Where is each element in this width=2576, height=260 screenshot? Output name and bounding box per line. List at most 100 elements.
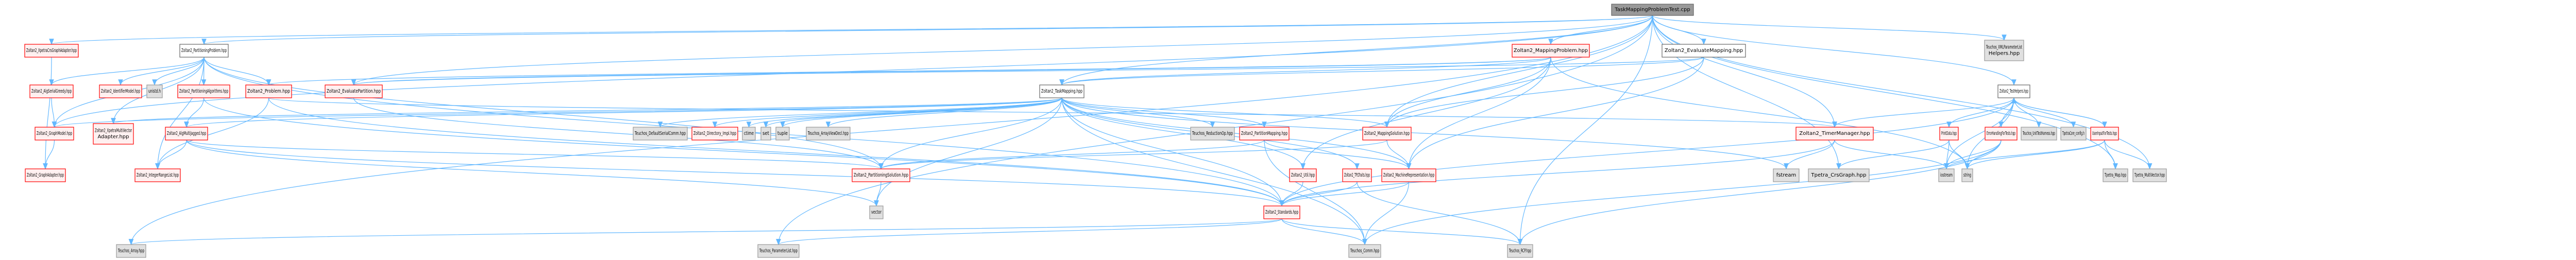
graph-node-set[interactable]: set (760, 127, 771, 141)
edge-taskMapping-to-partitioningSolution (878, 97, 1062, 170)
graph-node-tpetraMultiVector[interactable]: Tpetra_MultiVector.hpp (2132, 168, 2167, 182)
graph-node-taskMapping[interactable]: Zoltan2_TaskMapping.hpp (1039, 84, 1084, 98)
node-label: Zoltan2_XpetraMultiVector (95, 128, 132, 134)
graph-node-reductionOp[interactable]: Teuchos_ReductionOp.hpp (1190, 127, 1235, 141)
node-box (2060, 127, 2087, 141)
graph-node-algSerialGreedy[interactable]: Zoltan2_AlgSerialGreedy.hpp (29, 84, 74, 98)
graph-node-partitioningAlgorithms[interactable]: Zoltan2_PartitioningAlgorithms.hpp (177, 84, 230, 98)
graph-node-fstream[interactable]: fstream (1773, 168, 1800, 182)
node-label: fstream (1776, 172, 1797, 178)
graph-node-algMultiJagged[interactable]: Zoltan2_AlgMultiJagged.hpp (165, 127, 208, 141)
node-box (1263, 205, 1300, 219)
graph-node-root[interactable]: TaskMappingProblemTest.cpp (1611, 4, 1694, 16)
node-box (1039, 84, 1084, 98)
node-label: Zoltan2_PartitionMapping.hpp (1241, 131, 1287, 136)
node-label: Helpers.hpp (1989, 51, 2020, 57)
graph-node-identifierModel[interactable]: Zoltan2_IdentifierModel.hpp (99, 84, 142, 98)
graph-node-teuchosComm[interactable]: Teuchos_Comm.hpp (1348, 244, 1381, 258)
node-label: Teuchos_DefaultSerialComm.hpp (634, 131, 686, 136)
node-label: Zoltan2_Directory_Impl.hpp (693, 131, 736, 136)
node-box (134, 168, 181, 182)
graph-node-defaultSerialComm[interactable]: Teuchos_DefaultSerialComm.hpp (633, 127, 688, 141)
edge-testHelpers-to-unitTestHarness (2013, 97, 2042, 128)
edge-userInput-to-testHelpers (2011, 97, 2105, 128)
graph-node-tpetraCrsGraph[interactable]: Tpetra_CrsGraph.hpp (1808, 168, 1870, 182)
edge-partitionMapping-to-machineRep (1264, 140, 1412, 170)
edge-problem-to-timerManager (268, 97, 1837, 128)
graph-node-unitTestHarness[interactable]: Teuchos_UnitTestHarness.hpp (2021, 127, 2057, 141)
graph-node-vector[interactable]: vector (869, 205, 884, 219)
edge-partitioningProblem-to-problem (204, 57, 272, 86)
graph-node-tpetraMap[interactable]: Tpetra_Map.hpp (2103, 168, 2128, 182)
graph-node-iostream[interactable]: iostream (1938, 168, 1955, 182)
graph-node-teuchosArray[interactable]: Teuchos_Array.hpp (116, 244, 146, 258)
node-label: Teuchos_RCP.hpp (1509, 248, 1531, 254)
graph-node-userInput[interactable]: UserInputForTests.hpp (2090, 127, 2119, 141)
edge-partitioningAlgorithms-to-standards (203, 97, 1284, 207)
graph-node-unistd[interactable]: unistd.h (146, 84, 163, 98)
edge-root-to-partitioningProblem (202, 15, 1653, 45)
edge-algMultiJagged-to-partitioningSolution (186, 140, 884, 170)
graph-node-timerManager[interactable]: Zoltan2_TimerManager.hpp (1795, 127, 1874, 141)
graph-node-partitionMapping[interactable]: Zoltan2_PartitionMapping.hpp (1239, 127, 1290, 141)
node-box (775, 127, 790, 141)
edge-errorHandling-to-teuchosRCP (1517, 140, 2002, 246)
node-label: Zoltan2_IdentifierModel.hpp (101, 89, 140, 94)
graph-node-tpetraCoreConfig[interactable]: TpetraCore_config.h (2060, 127, 2087, 141)
edge-evaluatePartition-to-partitioningSolution (353, 97, 884, 170)
edge-taskMapping-to-algMultiJagged (184, 97, 1062, 128)
node-label: Zoltan2_Problem.hpp (247, 89, 290, 94)
node-box (116, 244, 146, 258)
edge-taskMapping-to-defaultSerialComm (657, 97, 1062, 128)
graph-node-directoryImpl[interactable]: Zoltan2_Directory_Impl.hpp (691, 127, 738, 141)
graph-node-ctime[interactable]: ctime (742, 127, 756, 141)
node-label: Zoltan2_AlgMultiJagged.hpp (167, 131, 206, 136)
graph-node-evaluateMapping[interactable]: Zoltan2_EvaluateMapping.hpp (1662, 44, 1746, 58)
edge-mappingProblem-to-taskMapping (1059, 57, 1551, 86)
edge-mappingProblem-to-mappingSolution (1384, 57, 1551, 128)
edge-root-to-tpetraMap (1652, 15, 2118, 170)
node-label: set (762, 131, 769, 136)
graph-node-parameterList[interactable]: Teuchos_ParameterList.hpp (757, 244, 800, 258)
graph-node-printData[interactable]: PrintData.hpp (1939, 127, 1959, 141)
graph-node-graphModel[interactable]: Zoltan2_GraphModel.hpp (35, 127, 74, 141)
node-box (1984, 40, 2024, 61)
node-label: Tpetra_MultiVector.hpp (2134, 172, 2165, 178)
graph-node-partitioningProblem[interactable]: Zoltan2_PartitioningProblem.hpp (179, 44, 229, 58)
graph-node-integerRangeList[interactable]: Zoltan2_IntegerRangeList.hpp (134, 168, 181, 182)
graph-node-xpetraCrsGraphAdapter[interactable]: Zoltan2_XpetraCrsGraphAdapter.hpp (24, 44, 79, 58)
graph-node-graphAdapter[interactable]: Zoltan2_GraphAdapter.hpp (25, 168, 66, 182)
graph-node-util[interactable]: Zoltan2_Util.hpp (1289, 168, 1317, 182)
graph-node-arrayViewDecl[interactable]: Teuchos_ArrayViewDecl.hpp (806, 127, 851, 141)
node-label: Zoltan2_AlgSerialGreedy.hpp (31, 89, 72, 94)
node-box (1662, 44, 1746, 58)
graph-node-tplTraits[interactable]: Zoltan2_TPLTraits.hpp (1342, 168, 1372, 182)
node-label: Zoltan2_EvaluatePartition.hpp (327, 89, 381, 94)
graph-node-errorHandling[interactable]: ErrorHandlingForTests.hpp (1985, 127, 2018, 141)
edge-evaluateMapping-to-mappingSolution (1384, 57, 1704, 128)
edge-taskMapping-to-reductionOp (1061, 97, 1215, 128)
edge-taskMapping-to-fstream (1061, 97, 1789, 170)
graph-node-evaluatePartition[interactable]: Zoltan2_EvaluatePartition.hpp (325, 84, 383, 98)
node-label: Zoltan2_MappingProblem.hpp (1514, 48, 1588, 54)
edge-algSerialGreedy-to-graphModel (51, 97, 57, 128)
edge-standards-to-teuchosComm (1281, 218, 1367, 246)
edge-root-to-graphModel (52, 15, 1653, 128)
node-box (25, 168, 66, 182)
edge-machineRep-to-teuchosComm (1362, 181, 1410, 246)
graph-node-standards[interactable]: Zoltan2_Standards.hpp (1263, 205, 1300, 219)
graph-node-machineRep[interactable]: Zoltan2_MachineRepresentation.hpp (1381, 168, 1436, 182)
graph-node-mappingProblem[interactable]: Zoltan2_MappingProblem.hpp (1512, 44, 1590, 58)
graph-node-problem[interactable]: Zoltan2_Problem.hpp (245, 84, 292, 98)
node-label: vector (871, 210, 882, 215)
graph-node-tuple[interactable]: tuple (775, 127, 790, 141)
graph-node-partitioningSolution[interactable]: Zoltan2_PartitioningSolution.hpp (852, 168, 910, 182)
graph-node-mappingSolution[interactable]: Zoltan2_MappingSolution.hpp (1362, 127, 1412, 141)
edge-mappingSolution-to-machineRep (1386, 140, 1412, 170)
graph-node-teuchosRCP[interactable]: Teuchos_RCP.hpp (1507, 244, 1533, 258)
node-label: Zoltan2_EvaluateMapping.hpp (1665, 48, 1743, 54)
graph-node-testHelpers[interactable]: Zoltan2_TestHelpers.hpp (1997, 84, 2030, 98)
graph-node-string[interactable]: string (1961, 168, 1973, 182)
